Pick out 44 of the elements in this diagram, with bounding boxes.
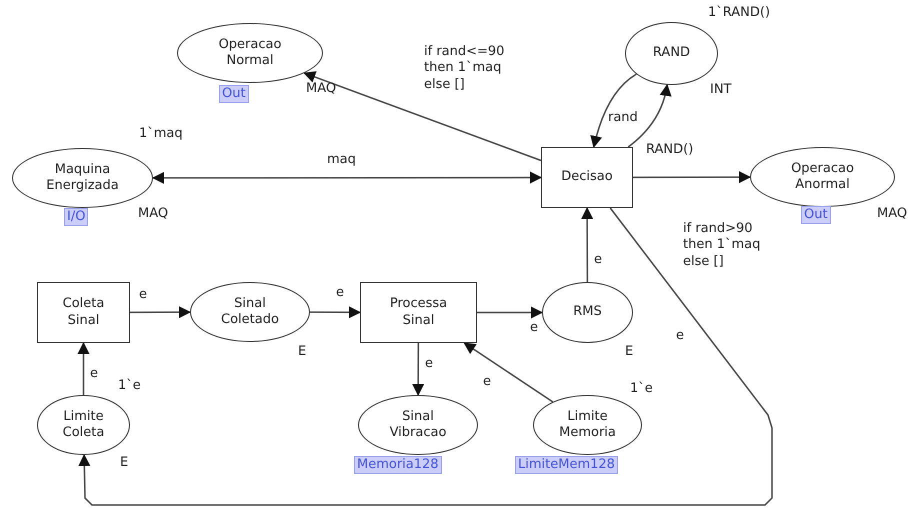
place-annotation: MAQ bbox=[877, 206, 908, 222]
node-label: Maquina Energizada bbox=[45, 162, 120, 194]
place-annotation: INT bbox=[710, 82, 732, 98]
port-tag: I/O bbox=[64, 208, 88, 226]
arc-arrow bbox=[130, 306, 191, 318]
place-annotation: 1`RAND() bbox=[708, 5, 770, 21]
arc-arrow bbox=[412, 343, 424, 396]
node-label: RAND bbox=[652, 45, 690, 62]
node-label: Decisao bbox=[561, 169, 613, 186]
node-label: Sinal Coletado bbox=[220, 296, 280, 328]
place-annotation: MAQ bbox=[306, 81, 336, 97]
port-tag: LimiteMem128 bbox=[515, 456, 618, 474]
arc-arrow bbox=[581, 207, 594, 282]
node-label: Limite Coleta bbox=[62, 408, 106, 442]
place-annotation: E bbox=[120, 455, 128, 471]
arc-arrow bbox=[463, 342, 554, 402]
node-label: Limite Memoria bbox=[558, 408, 617, 442]
place-annotation: 1`e bbox=[118, 378, 141, 394]
node-label: Operacao Normal bbox=[218, 36, 282, 70]
arc-arrow bbox=[628, 84, 672, 148]
arc-arrow bbox=[152, 172, 542, 184]
arc-arrow bbox=[78, 208, 773, 506]
port-tag: Out bbox=[801, 206, 831, 224]
arc-arrow bbox=[310, 306, 361, 318]
node-label: Coleta Sinal bbox=[62, 296, 106, 329]
node-label: Processa Sinal bbox=[388, 296, 448, 329]
node-label: Sinal Vibracao bbox=[388, 408, 448, 442]
transition-box bbox=[541, 147, 633, 208]
place-annotation: 1`maq bbox=[139, 126, 183, 142]
arc-arrow bbox=[633, 171, 751, 184]
node-label: Operacao Anormal bbox=[790, 160, 855, 194]
transition-box bbox=[360, 282, 477, 343]
arc-arrow bbox=[303, 71, 542, 162]
arc-arrow bbox=[590, 74, 637, 148]
port-tag: Memoria128 bbox=[354, 456, 442, 474]
arc-arrow bbox=[78, 342, 90, 395]
place-annotation: MAQ bbox=[138, 206, 168, 222]
node-label: RMS bbox=[573, 304, 602, 321]
place-annotation: E bbox=[298, 344, 306, 360]
place-annotation: E bbox=[625, 344, 634, 360]
transition-box bbox=[37, 282, 130, 343]
port-tag: Out bbox=[219, 85, 249, 103]
place-annotation: 1`e bbox=[630, 381, 653, 397]
arc-arrow bbox=[477, 306, 543, 318]
